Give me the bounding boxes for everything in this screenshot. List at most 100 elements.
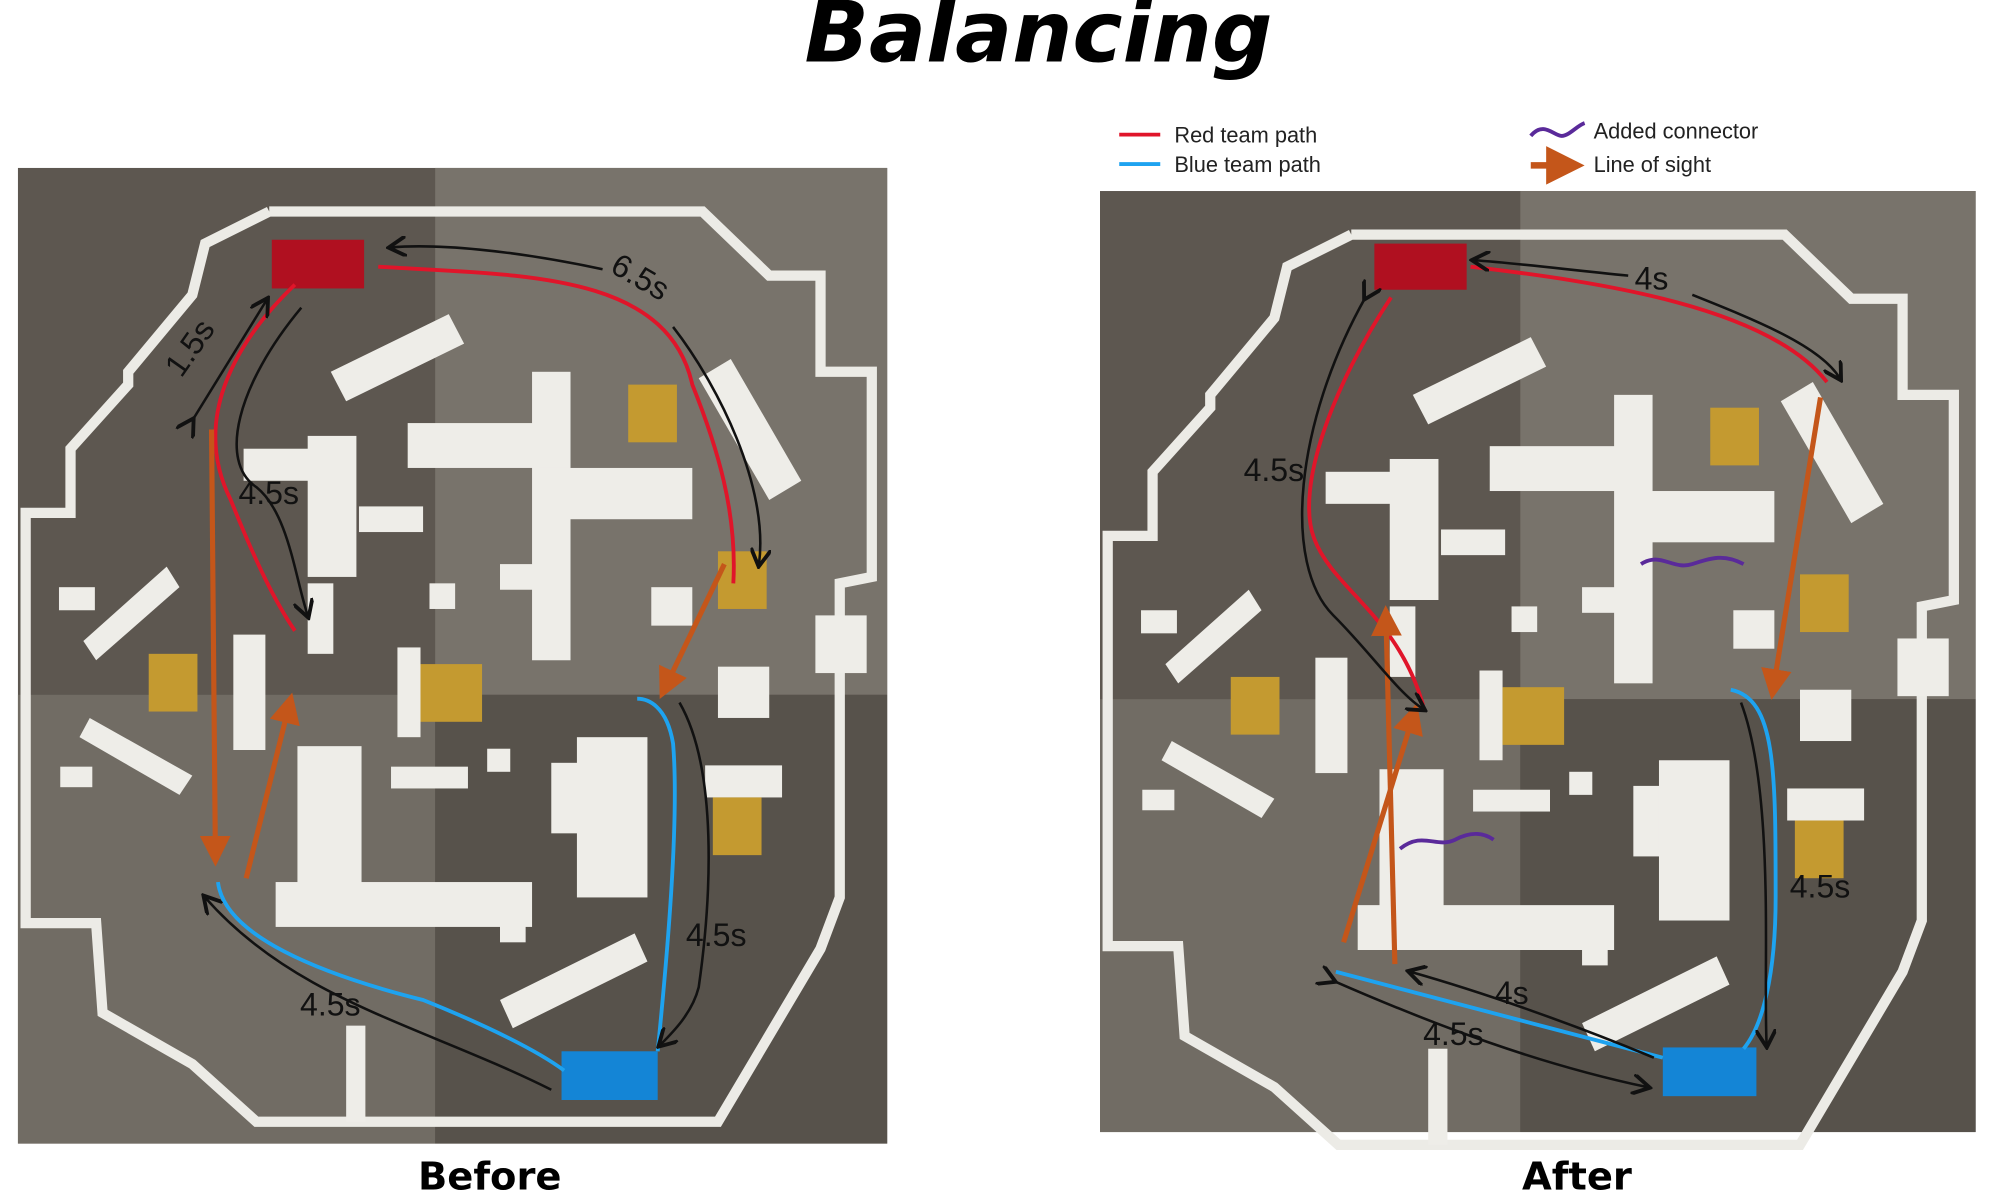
building: [330, 314, 465, 402]
line-of-sight-arrow: [659, 562, 727, 699]
red-team-base: [1374, 243, 1467, 290]
building: [79, 717, 193, 795]
blue-team-path: [1730, 687, 1778, 1050]
before-map: [17, 167, 888, 1144]
timing-arrow: [660, 701, 710, 1045]
building: [651, 587, 693, 626]
building: [358, 506, 424, 533]
red-team-path: [378, 264, 736, 584]
objective-zone: [148, 653, 198, 712]
legend: Red team path Blue team path Added conne…: [1119, 118, 1758, 185]
building: [576, 737, 648, 898]
building: [698, 358, 802, 500]
timing-arrow: [1474, 260, 1629, 277]
building: [1141, 610, 1177, 634]
objective-zone: [1502, 687, 1565, 745]
building: [1142, 789, 1175, 811]
building: [1479, 670, 1503, 761]
building: [1428, 1048, 1448, 1145]
added-connector: [1398, 832, 1495, 851]
time-label: 4.5s: [300, 986, 361, 1022]
timing-arrow: [192, 300, 266, 421]
building: [1897, 638, 1949, 697]
building: [1800, 689, 1852, 742]
line-of-sight-arrow: [199, 429, 231, 867]
building: [1357, 905, 1615, 950]
building: [275, 882, 533, 927]
blue-team-path: [637, 696, 677, 1052]
line-of-sight-arrow: [243, 692, 300, 879]
building: [1473, 789, 1550, 812]
building: [58, 587, 95, 611]
building: [429, 583, 456, 609]
building: [500, 933, 648, 1029]
outer-wall: [1102, 229, 1959, 1150]
building: [705, 765, 783, 798]
building: [1441, 529, 1506, 556]
legend-blue-label: Blue team path: [1174, 152, 1321, 177]
building: [487, 748, 511, 772]
added-connector: [1639, 555, 1745, 568]
building: [538, 467, 693, 520]
building: [1780, 382, 1884, 524]
building: [243, 448, 321, 481]
timing-arrow: [1691, 293, 1839, 378]
building: [1582, 587, 1634, 613]
objective-zone: [1794, 820, 1844, 879]
blue-team-base: [1662, 1047, 1757, 1097]
time-label: 4.5s: [1423, 1016, 1484, 1052]
building: [500, 897, 526, 943]
timing-arrow: [205, 897, 552, 1091]
building: [717, 666, 770, 718]
timing-arrow: [235, 306, 308, 616]
blue-team-base: [561, 1051, 658, 1100]
time-label: 4.5s: [238, 475, 299, 511]
building: [1511, 606, 1538, 633]
building: [407, 423, 536, 468]
building: [1733, 610, 1775, 649]
building: [1315, 657, 1348, 774]
outer-wall: [20, 206, 877, 1127]
building: [1325, 471, 1403, 504]
objective-zone: [1800, 574, 1849, 633]
building: [307, 583, 334, 654]
building: [1161, 741, 1275, 818]
timing-arrow: [672, 326, 760, 564]
objective-zone: [628, 384, 677, 443]
building: [1787, 788, 1865, 821]
building: [397, 647, 421, 738]
objective-zone: [420, 664, 483, 722]
red-team-path: [1470, 264, 1829, 384]
time-label: 4s: [1495, 975, 1529, 1011]
timing-arrow: [1333, 981, 1647, 1087]
building: [60, 766, 93, 788]
after-caption: After: [1522, 1155, 1632, 1200]
legend-sight-label: Line of sight: [1594, 152, 1711, 177]
building: [500, 564, 552, 590]
line-of-sight-arrow: [1341, 703, 1423, 944]
line-of-sight-arrow: [1761, 397, 1824, 700]
time-label: 4s: [1635, 261, 1669, 297]
timing-arrow: [1739, 702, 1767, 1045]
building: [815, 615, 867, 674]
objective-zone: [712, 797, 762, 856]
blue-team-path: [216, 881, 566, 1073]
time-label: 4.5s: [1790, 868, 1851, 904]
building: [1412, 337, 1547, 425]
legend-red-label: Red team path: [1174, 122, 1317, 147]
building: [233, 634, 266, 750]
after-map: [1100, 191, 1976, 1150]
red-team-base: [271, 239, 365, 289]
legend-connector-swatch: [1529, 121, 1586, 138]
building: [1569, 771, 1593, 795]
objective-zone: [1710, 407, 1759, 466]
time-label: 4.5s: [686, 917, 747, 953]
building: [1658, 760, 1730, 921]
timing-arrow: [1300, 297, 1423, 709]
diagram-title: Balancing: [805, 0, 1273, 82]
building: [1165, 589, 1262, 684]
time-label: 4.5s: [1244, 452, 1305, 488]
building: [1489, 446, 1618, 492]
building: [391, 766, 468, 789]
